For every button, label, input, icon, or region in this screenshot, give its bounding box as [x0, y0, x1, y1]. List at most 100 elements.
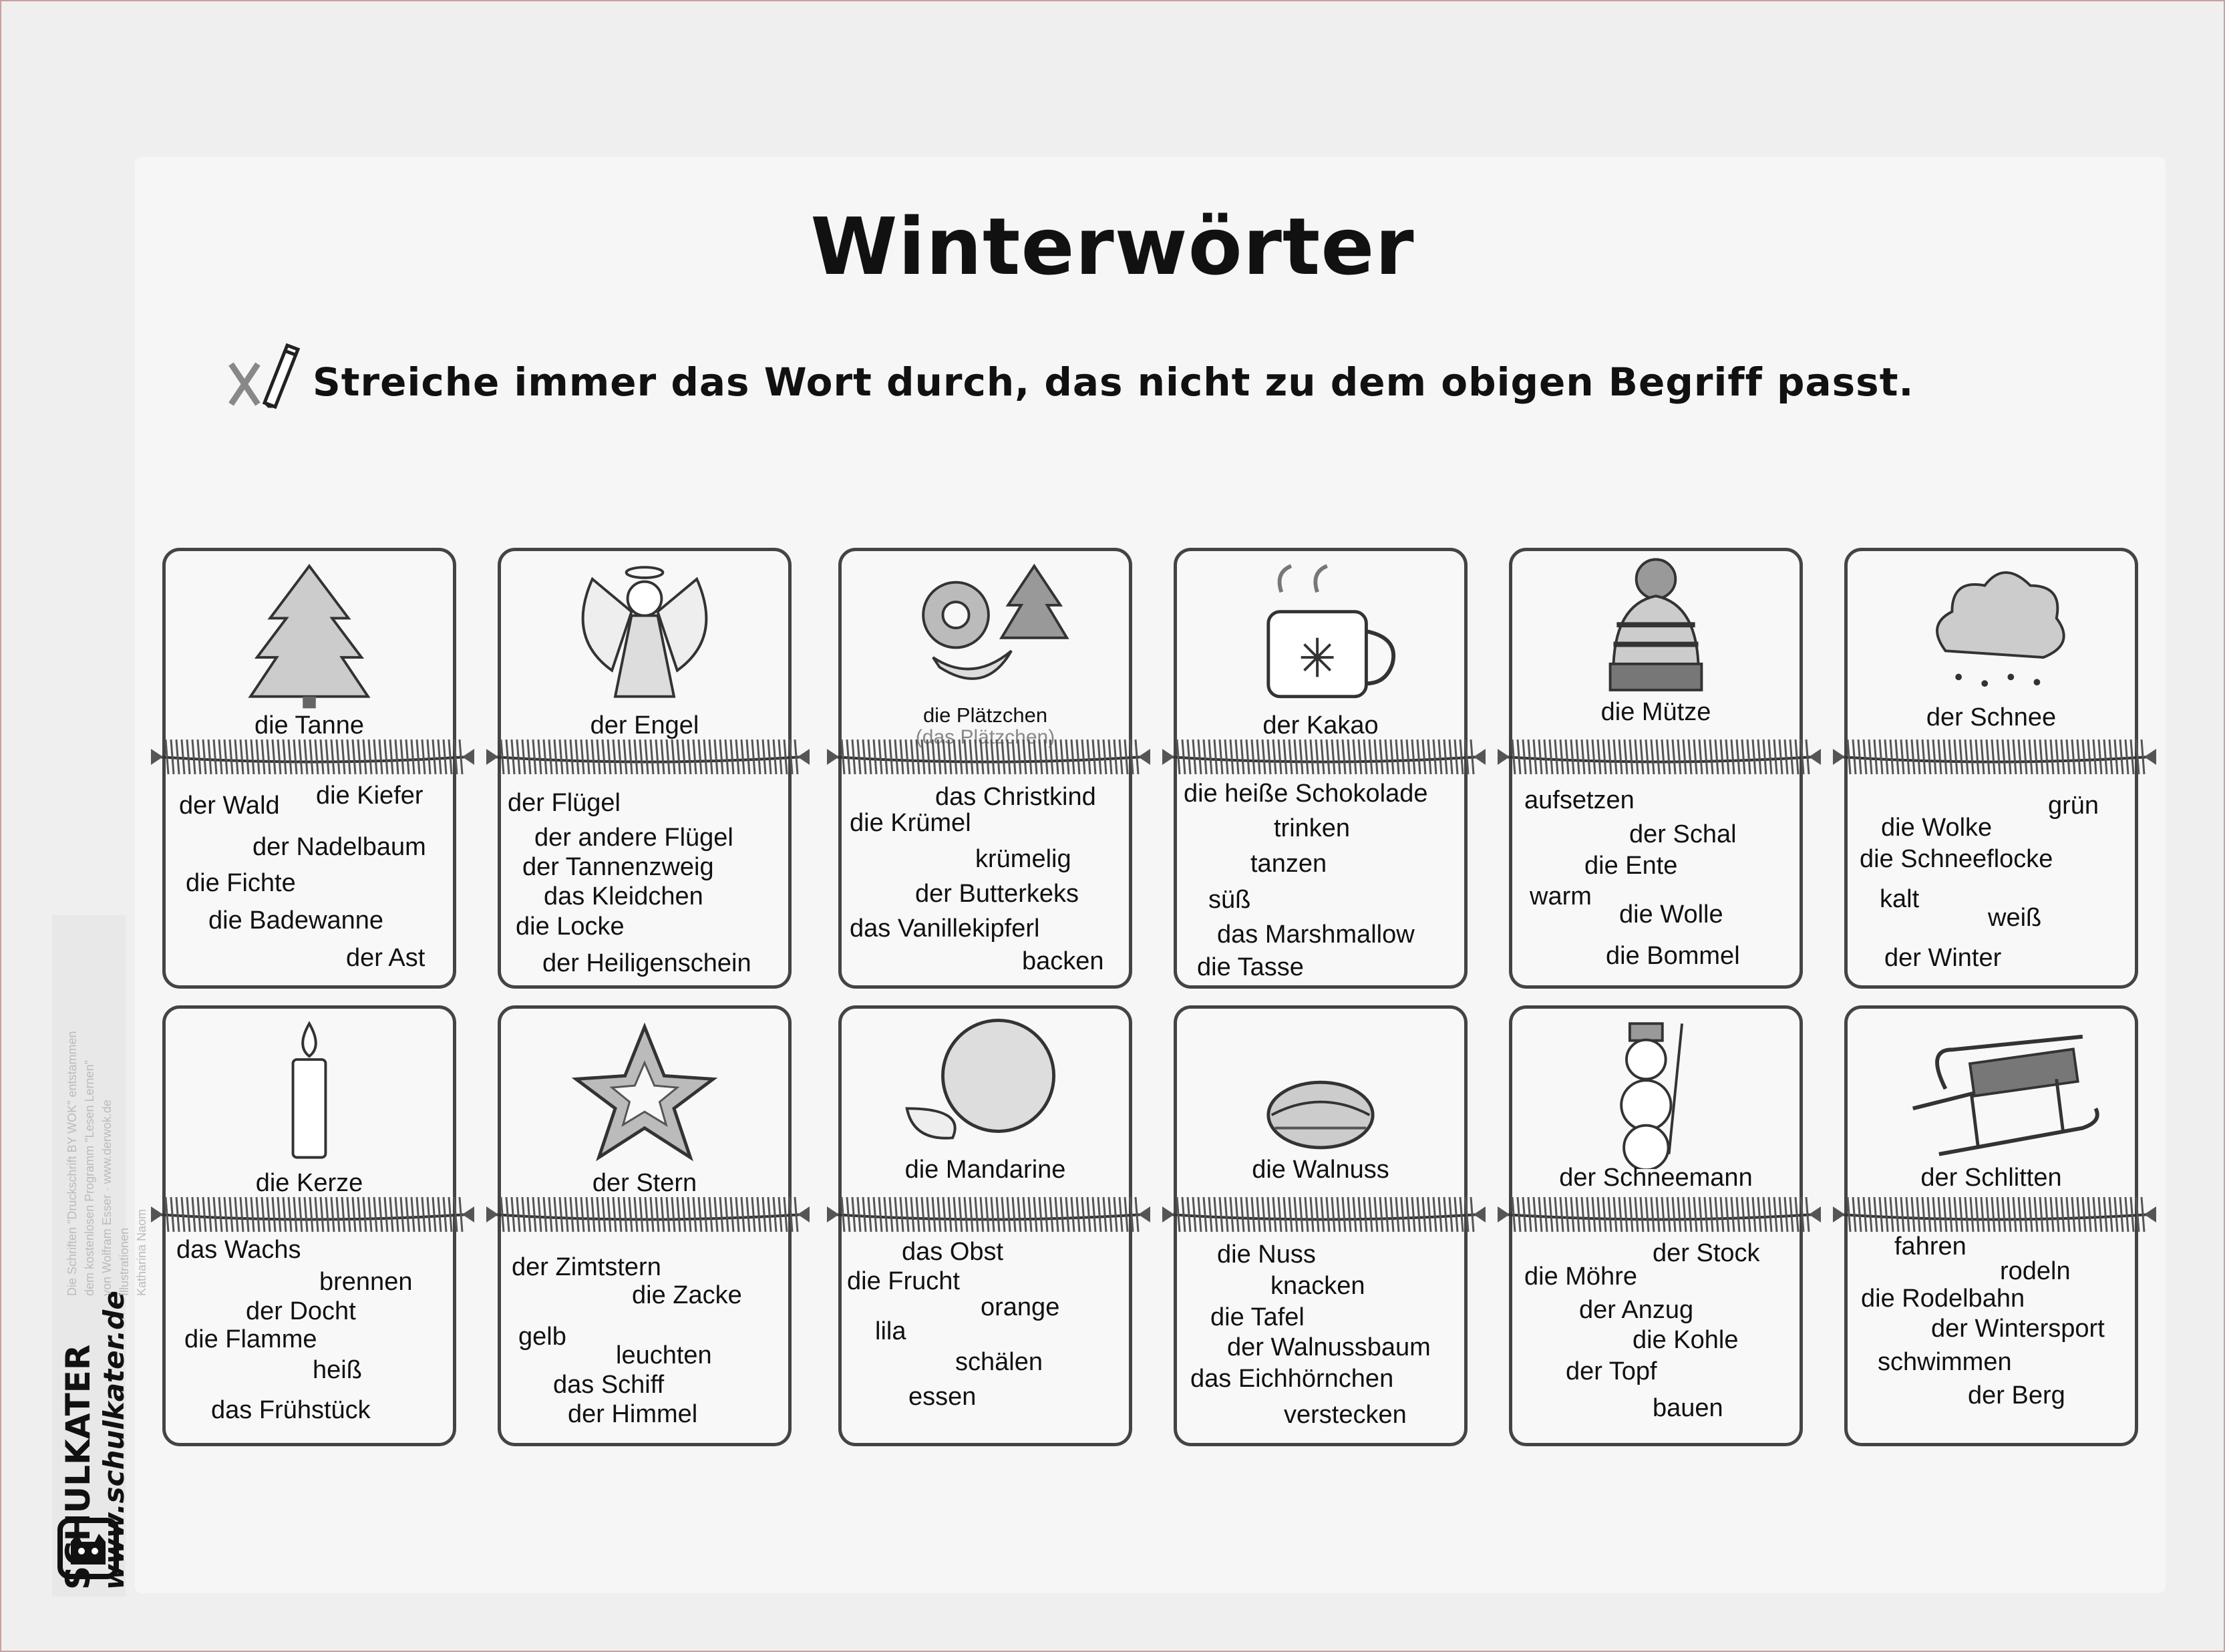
word-option[interactable]: die Kiefer — [316, 782, 423, 810]
word-option[interactable]: der Schal — [1629, 820, 1737, 848]
card-label: der Schlitten — [1920, 1164, 2062, 1192]
word-option[interactable]: die Locke — [516, 913, 625, 941]
word-option[interactable]: der Flügel — [508, 789, 621, 817]
word-option[interactable]: brennen — [319, 1268, 413, 1296]
word-option[interactable]: schwimmen — [1878, 1348, 2012, 1376]
word-option[interactable]: der Butterkeks — [915, 880, 1079, 908]
word-option[interactable]: leuchten — [616, 1341, 712, 1369]
word-option[interactable]: grün — [2048, 792, 2099, 820]
tinsel-garland-icon — [1498, 739, 1821, 775]
word-option[interactable]: der Heiligenschein — [542, 949, 751, 977]
word-option[interactable]: krümelig — [975, 845, 1071, 873]
word-option[interactable]: das Vanillekipferl — [850, 915, 1040, 943]
word-option[interactable]: backen — [1022, 947, 1104, 975]
word-option[interactable]: die heiße Schokolade — [1184, 780, 1428, 808]
tinsel-garland-icon — [486, 1196, 810, 1232]
cookies-icon — [922, 563, 1069, 680]
word-option[interactable]: das Marshmallow — [1217, 921, 1415, 949]
word-option[interactable]: kalt — [1880, 885, 1920, 913]
star-cookie-icon — [571, 1022, 718, 1162]
word-option[interactable]: die Zacke — [632, 1281, 742, 1309]
word-option[interactable]: lila — [875, 1317, 906, 1345]
word-option[interactable]: der Berg — [1968, 1381, 2065, 1410]
cross-out-pencil-icon — [228, 343, 301, 409]
word-option[interactable]: fahren — [1894, 1232, 1966, 1261]
word-option[interactable]: das Eichhörnchen — [1190, 1365, 1394, 1393]
word-option[interactable]: aufsetzen — [1524, 786, 1635, 814]
instruction-text: Streiche immer das Wort durch, das nicht… — [313, 359, 1914, 405]
word-option[interactable]: essen — [908, 1383, 977, 1411]
word-option[interactable]: das Kleidchen — [544, 882, 703, 911]
word-option[interactable]: süß — [1208, 886, 1251, 914]
word-option[interactable]: der Anzug — [1579, 1296, 1694, 1324]
word-option[interactable]: bauen — [1653, 1394, 1723, 1422]
word-option[interactable]: die Rodelbahn — [1861, 1285, 2025, 1313]
word-option[interactable]: das Wachs — [176, 1236, 301, 1264]
word-option[interactable]: weiß — [1988, 904, 2042, 932]
word-option[interactable]: schälen — [955, 1348, 1043, 1376]
word-option[interactable]: der andere Flügel — [534, 824, 733, 852]
word-option[interactable]: gelb — [518, 1323, 566, 1351]
word-option[interactable]: der Walnussbaum — [1227, 1333, 1431, 1361]
word-option[interactable]: die Fichte — [186, 869, 296, 897]
walnut-icon — [1266, 1080, 1375, 1150]
word-option[interactable]: der Wintersport — [1931, 1315, 2105, 1343]
word-option[interactable]: warm — [1530, 882, 1592, 911]
tinsel-garland-icon — [151, 1196, 474, 1232]
word-option[interactable]: das Frühstück — [211, 1396, 371, 1424]
word-option[interactable]: das Obst — [902, 1238, 1004, 1266]
word-option[interactable]: die Krümel — [850, 809, 971, 837]
page-title: Winterwörter — [810, 200, 1415, 293]
logo-name: SCHULKATER — [59, 1344, 98, 1590]
word-option[interactable]: der Nadelbaum — [252, 833, 426, 861]
word-option[interactable]: das Christkind — [935, 783, 1096, 811]
word-option[interactable]: die Tafel — [1210, 1303, 1305, 1331]
credits-line: Illustrationen — [118, 1227, 131, 1296]
word-option[interactable]: die Wolke — [1881, 814, 1993, 842]
word-option[interactable]: der Zimtstern — [512, 1253, 661, 1281]
word-option[interactable]: der Himmel — [568, 1400, 698, 1428]
cat-logo-icon — [57, 1518, 119, 1579]
word-option[interactable]: rodeln — [2000, 1257, 2071, 1285]
word-option[interactable]: der Topf — [1566, 1357, 1657, 1385]
tinsel-garland-icon — [1833, 739, 2156, 775]
tinsel-garland-icon — [827, 739, 1150, 775]
word-option[interactable]: die Wolle — [1619, 900, 1723, 929]
candle-icon — [291, 1021, 327, 1159]
word-option[interactable]: der Ast — [346, 944, 425, 972]
word-option[interactable]: verstecken — [1284, 1401, 1407, 1429]
publisher-logo: SCHULKATER www.schulkater.de — [52, 915, 130, 1597]
word-option[interactable]: die Kohle — [1633, 1326, 1739, 1354]
word-option[interactable]: der Tannenzweig — [522, 853, 714, 881]
word-option[interactable]: die Schneeflocke — [1860, 845, 2053, 873]
word-option[interactable]: die Bommel — [1606, 942, 1740, 970]
word-option[interactable]: die Flamme — [184, 1325, 317, 1353]
word-option[interactable]: die Tasse — [1197, 953, 1304, 981]
word-option[interactable]: die Nuss — [1217, 1241, 1316, 1269]
word-option[interactable]: der Docht — [246, 1297, 356, 1325]
word-option[interactable]: heiß — [313, 1356, 362, 1384]
snowman-icon — [1620, 1022, 1684, 1169]
word-option[interactable]: die Badewanne — [208, 906, 383, 935]
word-option[interactable]: knacken — [1270, 1272, 1365, 1300]
angel-icon — [581, 566, 708, 698]
word-option[interactable]: der Wald — [179, 792, 280, 820]
credits-line: dem kostenlosen Programm "Lesen Lernen" — [83, 1060, 96, 1296]
word-option[interactable]: die Frucht — [847, 1267, 960, 1295]
word-option[interactable]: der Winter — [1884, 944, 2002, 972]
word-option[interactable]: die Möhre — [1524, 1263, 1637, 1291]
word-option[interactable]: das Schiff — [553, 1371, 665, 1399]
word-option[interactable]: der Stock — [1653, 1239, 1760, 1267]
tinsel-garland-icon — [1162, 1196, 1486, 1232]
worksheet — [135, 157, 2166, 1593]
word-option[interactable]: trinken — [1274, 814, 1351, 842]
word-option[interactable]: tanzen — [1250, 850, 1327, 878]
word-option[interactable]: orange — [981, 1293, 1060, 1321]
snow-cloud-icon — [1936, 571, 2065, 687]
word-option[interactable]: die Ente — [1584, 852, 1678, 880]
tinsel-garland-icon — [827, 1196, 1150, 1232]
